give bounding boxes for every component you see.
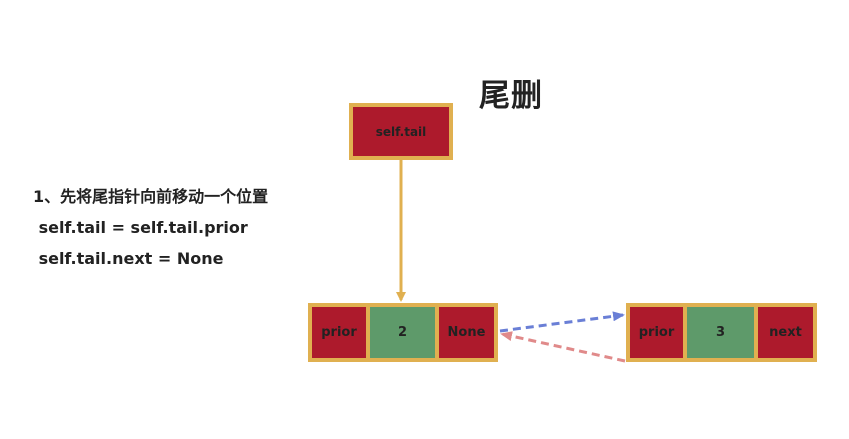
diagram-title: 尾删 [479,78,543,114]
node-left-next-cell: None [435,303,498,362]
node-left-next-label: None [447,325,486,340]
code-line-1: self.tail = self.tail.prior [33,218,248,237]
tail-pointer-label: self.tail [375,124,427,139]
node-right-next-cell: next [754,303,817,362]
node-left-prior-label: prior [321,325,357,340]
node-left-value: 2 [397,325,408,340]
node-right-next-label: next [769,325,802,340]
node-right-prior-label: prior [638,325,675,340]
tail-pointer-box: self.tail [349,103,453,160]
step-description: 1、先将尾指针向前移动一个位置 [33,187,269,206]
code-line-2: self.tail.next = None [33,249,224,268]
prior-link-arrow [500,331,626,363]
step-notes: 1、先将尾指针向前移动一个位置 self.tail = self.tail.pr… [33,186,268,279]
next-link-arrow [499,311,625,333]
node-right-value: 3 [715,325,726,340]
